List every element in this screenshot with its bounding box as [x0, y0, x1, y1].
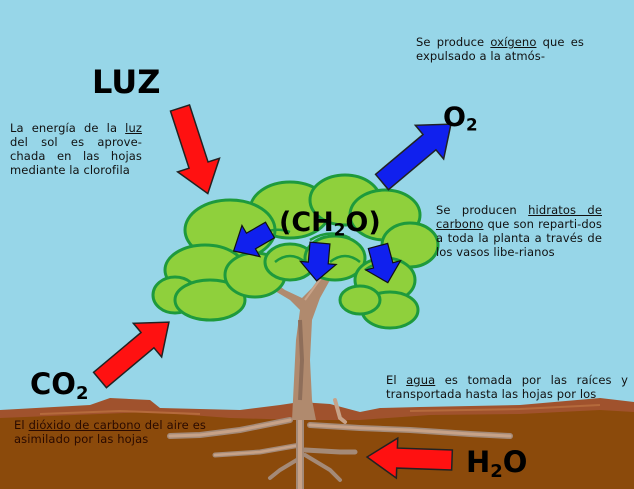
luz-text: La energía de la luz del sol es aprove-c… — [10, 121, 142, 177]
agua-text: El agua es tomada por las raíces y trans… — [386, 373, 628, 401]
ch2o-arrow-left — [232, 221, 276, 258]
luz-label: LUZ — [92, 63, 161, 101]
h2o-arrow — [365, 436, 454, 480]
roots — [167, 398, 513, 489]
foliage — [151, 173, 440, 330]
luz-arrow — [169, 103, 221, 195]
ch2o-label: (CH2O) — [279, 207, 381, 240]
ch2o-arrow-right — [364, 242, 402, 284]
oxigeno-text: Se produce oxígeno que es expulsado a la… — [416, 35, 584, 63]
ch2o-arrow-mid — [298, 241, 338, 282]
o2-label: O2 — [443, 102, 478, 135]
h2o-label: H2O — [466, 445, 528, 483]
co2-label: CO2 — [30, 367, 89, 405]
co2-arrow — [92, 321, 170, 389]
dioxido-text: El dióxido de carbono del aire es asimil… — [14, 418, 206, 446]
hidratos-text: Se producen hidratos de carbono que son … — [436, 203, 602, 259]
o2-arrow — [374, 123, 452, 191]
